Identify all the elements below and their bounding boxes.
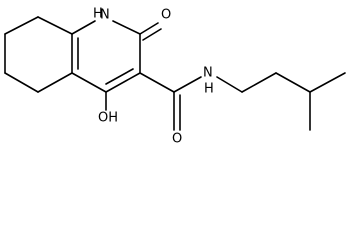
amide-n-label: N bbox=[203, 66, 213, 81]
bond-c2-o-double bbox=[142, 28, 162, 41]
atom-labels: H N O N H O OH bbox=[93, 7, 214, 147]
bond-c6-c5 bbox=[4, 72, 39, 93]
bond-camide-n bbox=[173, 76, 202, 93]
bond-n-ch2a bbox=[216, 76, 243, 93]
bond-c4-c4a bbox=[71, 72, 107, 93]
hydroxyl-label: OH bbox=[98, 111, 118, 126]
amide-nh-h-label: H bbox=[204, 82, 214, 97]
bond-c5-c4a bbox=[37, 72, 73, 93]
bond-c2-o bbox=[139, 22, 159, 35]
bond-c3-c4-double bbox=[105, 68, 134, 85]
ketone-o-label: O bbox=[161, 8, 171, 23]
bond-c3-c4 bbox=[105, 72, 141, 93]
bond-ch-ch3a bbox=[309, 72, 346, 93]
chemical-structure: H N O N H O OH bbox=[4, 7, 346, 147]
bond-c8-c7 bbox=[4, 16, 39, 35]
bond-ch2a-ch2b bbox=[241, 72, 277, 93]
bond-n1-c2 bbox=[112, 20, 141, 35]
bond-c8a-n1 bbox=[71, 20, 96, 35]
ring-nh-h-label: H bbox=[93, 7, 103, 22]
bonds bbox=[4, 16, 346, 131]
bond-c3-camide bbox=[139, 72, 175, 93]
bond-c8a-c8 bbox=[37, 16, 73, 35]
bond-ch2b-ch bbox=[275, 72, 311, 93]
amide-o-label: O bbox=[172, 132, 182, 147]
ring-n-label: N bbox=[100, 8, 110, 23]
